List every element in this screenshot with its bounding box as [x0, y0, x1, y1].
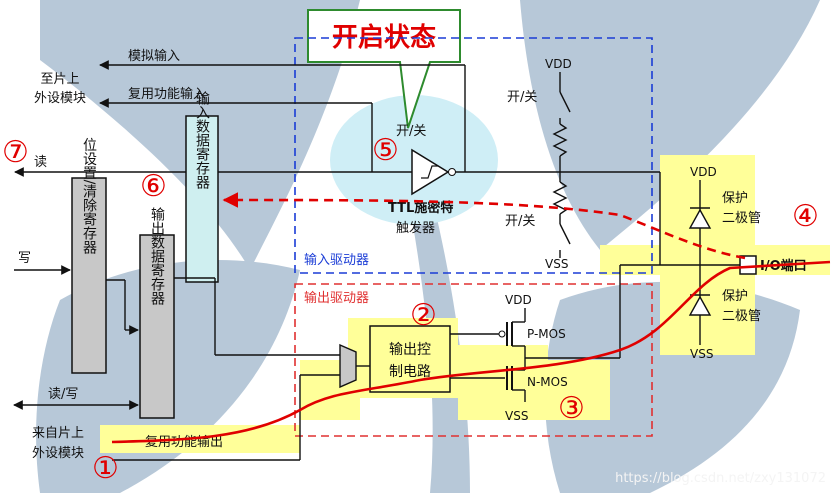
svg-text:触发器: 触发器 [396, 220, 435, 236]
highlight-path [100, 155, 830, 453]
marker-5: ⑤ [372, 133, 399, 168]
svg-text:VDD: VDD [545, 57, 572, 71]
output-mux [339, 343, 357, 389]
output-data-register: 输出数据寄存器 [139, 207, 175, 419]
svg-text:输出数据寄存器: 输出数据寄存器 [149, 207, 165, 305]
marker-4: ④ [792, 199, 819, 234]
svg-text:TTL施密特: TTL施密特 [388, 200, 453, 216]
output-path [111, 260, 831, 444]
svg-text:保护: 保护 [722, 191, 748, 206]
input-driver-box [294, 37, 653, 274]
io-pin [739, 255, 757, 275]
svg-text:制电路: 制电路 [389, 364, 431, 380]
svg-text:VSS: VSS [690, 347, 713, 361]
protect-diode-bottom: 保护 二极管 VSS [688, 265, 761, 361]
svg-text:位设置/清除寄存器: 位设置/清除寄存器 [81, 138, 97, 255]
svg-text:N-MOS: N-MOS [527, 375, 568, 389]
output-driver-box [294, 283, 653, 437]
read-write-label: 读/写 [48, 387, 78, 402]
svg-text:VSS: VSS [545, 257, 568, 271]
pull-up-network: VDD 开/关 [507, 57, 572, 172]
marker-6: ⑥ [140, 169, 167, 204]
marker-3: ③ [558, 391, 585, 426]
svg-text:VDD: VDD [690, 165, 717, 179]
svg-text:开/关: 开/关 [507, 90, 537, 105]
svg-text:开/关: 开/关 [396, 124, 426, 139]
analog-input-label: 模拟输入 [128, 48, 180, 64]
output-driver-label: 输出驱动器 [304, 290, 369, 306]
pmos: P-MOS VDD [450, 293, 566, 347]
marker-7: ⑦ [2, 135, 29, 170]
input-path [222, 192, 746, 260]
write-label: 写 [18, 251, 31, 266]
svg-text:P-MOS: P-MOS [527, 327, 566, 341]
svg-text:VDD: VDD [505, 293, 532, 307]
marker-1: ① [92, 451, 119, 486]
pull-down-network: 开/关 VSS [505, 172, 571, 271]
protect-diode-top: VDD 保护 二极管 [688, 165, 761, 265]
bit-set-reset-register: 位设置/清除寄存器 [71, 138, 107, 374]
svg-text:二极管: 二极管 [722, 309, 761, 324]
input-driver-label: 输入驱动器 [304, 252, 369, 268]
svg-text:保护: 保护 [722, 289, 748, 304]
watermark: https://blog.csdn.net/zxy131072 [615, 471, 826, 486]
svg-text:VSS: VSS [505, 409, 528, 423]
to-onchip-line1: 至片上 [40, 72, 79, 87]
from-onchip-line2: 外设模块 [32, 446, 84, 461]
input-data-register: 输入数据寄存器 [185, 91, 219, 283]
svg-text:二极管: 二极管 [722, 211, 761, 226]
svg-text:开/关: 开/关 [505, 214, 535, 229]
ttl-schmitt-trigger: TTL施密特 触发器 开/关 [388, 124, 560, 236]
svg-text:输出控: 输出控 [389, 342, 431, 358]
read-label: 读 [34, 155, 47, 170]
svg-text:输入数据寄存器: 输入数据寄存器 [194, 91, 210, 189]
from-onchip-line1: 来自片上 [32, 426, 84, 441]
to-onchip-line2: 外设模块 [34, 91, 86, 106]
altfunc-input-label: 复用功能输入 [128, 86, 206, 102]
marker-2: ② [410, 298, 437, 333]
